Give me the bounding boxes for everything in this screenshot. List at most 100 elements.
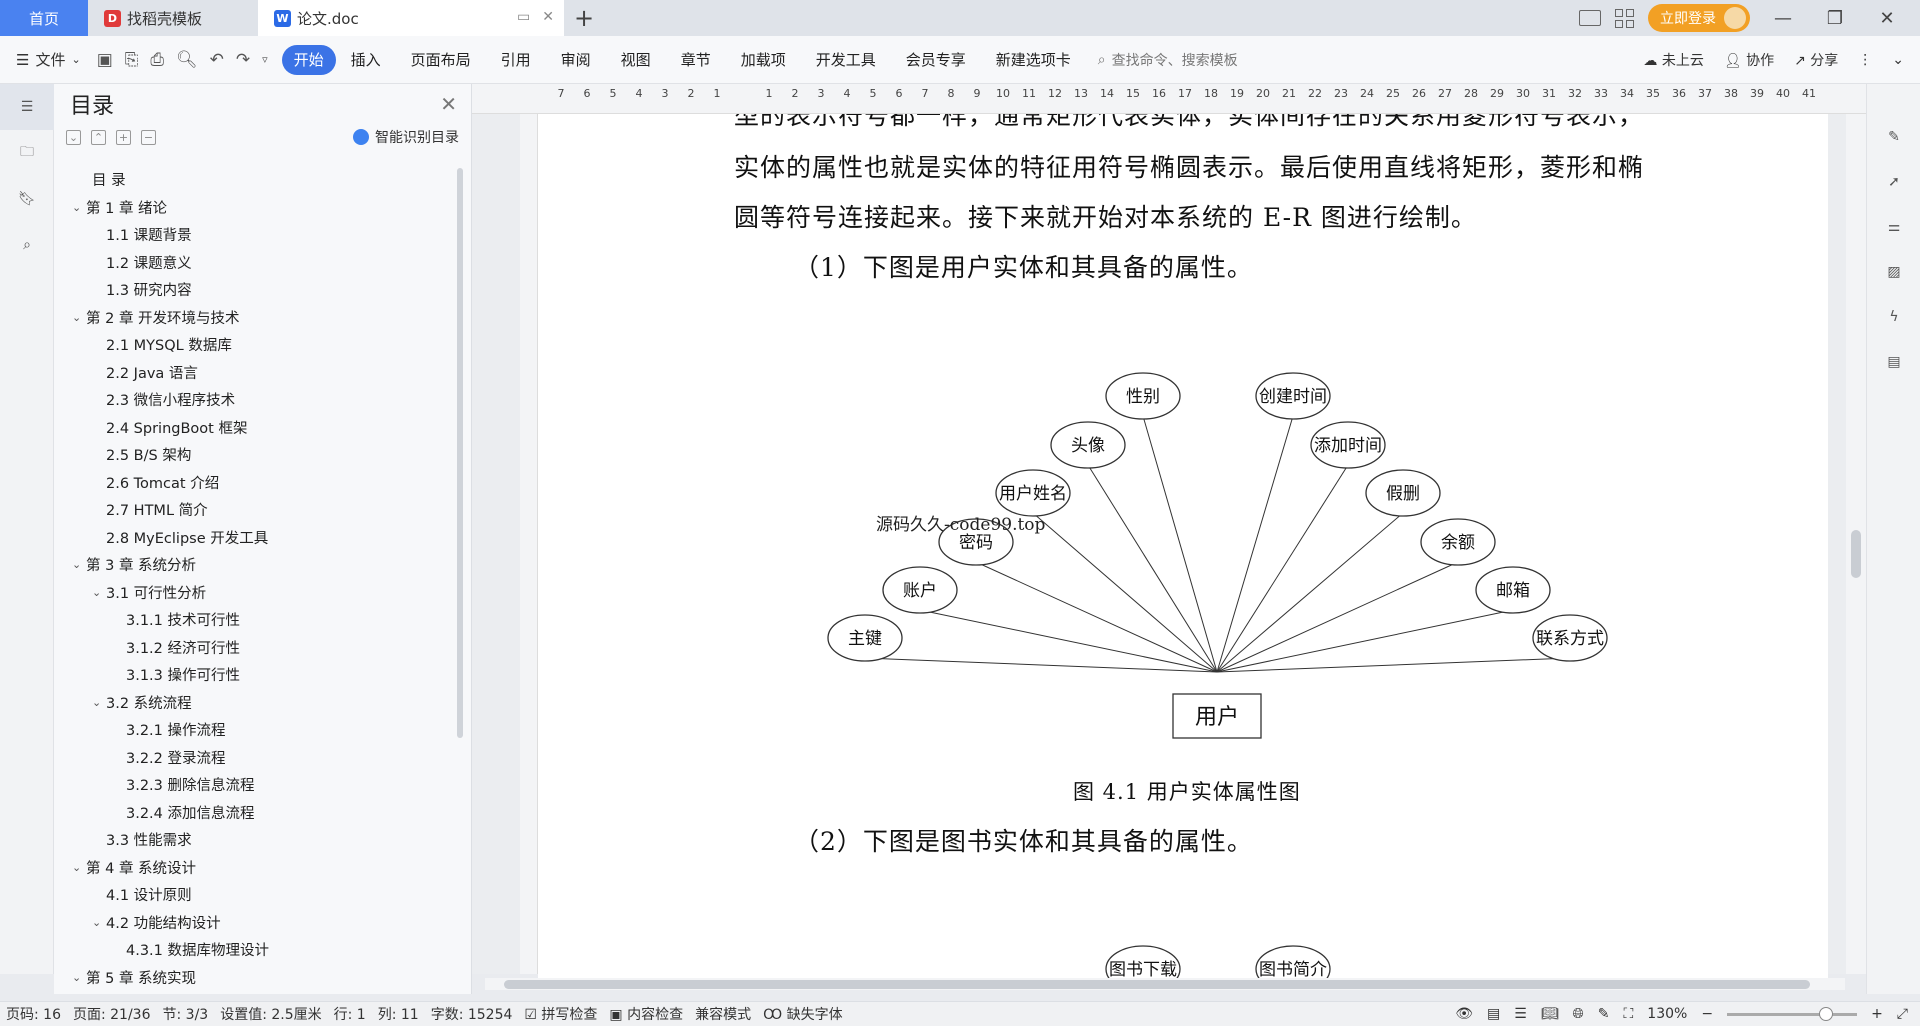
vertical-scroll-thumb[interactable] bbox=[1851, 530, 1861, 578]
fullscreen-icon[interactable]: ⤢ bbox=[1896, 1006, 1908, 1022]
smart-toc-button[interactable]: 智能识别目录 bbox=[353, 127, 459, 147]
missing-font-button[interactable]: Ꚙ 缺失字体 bbox=[763, 1007, 843, 1023]
tab-home[interactable]: 首页 bbox=[0, 0, 88, 36]
zoom-out-icon[interactable]: − bbox=[1701, 1006, 1714, 1022]
toc-item[interactable]: 2.5 B/S 架构 bbox=[54, 441, 454, 469]
toc-item[interactable]: ⌄4.2 功能结构设计 bbox=[54, 909, 454, 937]
toc-item[interactable]: 2.3 微信小程序技术 bbox=[54, 386, 454, 414]
toc-item[interactable]: ⌄3.1 可行性分析 bbox=[54, 579, 454, 607]
bookmark-icon[interactable]: 🔖︎ bbox=[18, 191, 36, 207]
toc-item[interactable]: ⌄第 1 章 绪论 bbox=[54, 194, 454, 222]
cloud-status[interactable]: ☁ 未上云 bbox=[1643, 52, 1704, 69]
chevron-down-icon[interactable]: ⌄ bbox=[92, 915, 102, 929]
more-dropdown-icon[interactable]: ▿ bbox=[262, 53, 268, 66]
export-icon[interactable]: ⎘ bbox=[124, 49, 139, 70]
tab-developer[interactable]: 开发工具 bbox=[801, 45, 891, 75]
chevron-down-icon[interactable]: ⌄ bbox=[72, 860, 82, 874]
chevron-down-icon[interactable]: ⌄ bbox=[72, 200, 82, 214]
collapse-all-icon[interactable]: ⌄ bbox=[66, 129, 81, 145]
web-view-icon[interactable]: 🌐︎ bbox=[1572, 1006, 1584, 1022]
zoom-level[interactable]: 130% bbox=[1647, 1006, 1688, 1022]
tab-member[interactable]: 会员专享 bbox=[891, 45, 981, 75]
toc-item[interactable]: 3.1.3 操作可行性 bbox=[54, 661, 454, 689]
toc-item[interactable]: 4.3.1 数据库物理设计 bbox=[54, 936, 454, 964]
login-button[interactable]: 立即登录 bbox=[1648, 4, 1750, 32]
edit-icon[interactable]: ✎ bbox=[1888, 128, 1900, 145]
undo-icon[interactable]: ↶ bbox=[209, 49, 224, 70]
toc-item[interactable]: 4.1 设计原则 bbox=[54, 881, 454, 909]
apps-grid-icon[interactable] bbox=[1615, 8, 1634, 28]
adjust-icon[interactable]: ⚌ bbox=[1887, 218, 1901, 235]
tab-start[interactable]: 开始 bbox=[281, 44, 336, 75]
more-icon[interactable]: ⋮ bbox=[1858, 51, 1873, 68]
toc-item[interactable]: ⌄第 5 章 系统实现 bbox=[54, 964, 454, 992]
select-icon[interactable]: ➚ bbox=[1888, 173, 1900, 190]
toc-item[interactable]: 3.2.1 操作流程 bbox=[54, 716, 454, 744]
tab-insert[interactable]: 插入 bbox=[336, 45, 396, 75]
toc-item[interactable]: 3.2.2 登录流程 bbox=[54, 744, 454, 772]
find-icon[interactable]: ⌕ bbox=[23, 237, 31, 253]
toc-scrollbar[interactable] bbox=[457, 168, 463, 738]
toc-item[interactable]: 2.1 MYSQL 数据库 bbox=[54, 331, 454, 359]
toc-item[interactable]: 3.3 性能需求 bbox=[54, 826, 454, 854]
toc-item[interactable]: 3.2.4 添加信息流程 bbox=[54, 799, 454, 827]
close-window-button[interactable]: ✕ bbox=[1879, 7, 1895, 29]
read-view-icon[interactable]: 📖︎ bbox=[1540, 1006, 1559, 1022]
chevron-down-icon[interactable]: ⌄ bbox=[72, 558, 82, 572]
minimize-button[interactable]: — bbox=[1774, 7, 1792, 29]
content-check-button[interactable]: ▣ 内容检查 bbox=[609, 1007, 684, 1023]
command-search[interactable]: ⌕查找命令、搜索模板 bbox=[1098, 50, 1238, 70]
tab-view[interactable]: 视图 bbox=[606, 45, 666, 75]
toc-panel-icon[interactable]: ☰ bbox=[0, 84, 54, 130]
toc-item[interactable]: ⌄3.2 系统流程 bbox=[54, 689, 454, 717]
tab-addins[interactable]: 加载项 bbox=[726, 45, 801, 75]
tab-document[interactable]: W 论文.doc ▭✕ bbox=[258, 0, 564, 36]
remove-heading-icon[interactable]: − bbox=[141, 129, 156, 145]
picture-icon[interactable]: ▨ bbox=[1887, 263, 1901, 280]
preview-icon[interactable]: 🔍︎ bbox=[175, 49, 198, 70]
zoom-in-icon[interactable]: + bbox=[1871, 1006, 1883, 1022]
tab-docer-templates[interactable]: D 找稻壳模板 bbox=[88, 0, 258, 36]
chevron-down-icon[interactable]: ⌄ bbox=[72, 970, 82, 984]
toc-item[interactable]: ⌄第 4 章 系统设计 bbox=[54, 854, 454, 882]
close-icon[interactable]: ✕ bbox=[440, 92, 457, 116]
tab-new[interactable]: 新建选项卡 bbox=[981, 45, 1086, 75]
tab-references[interactable]: 引用 bbox=[486, 45, 546, 75]
document-page[interactable]: 型的表示符号都一样，通常矩形代表实体，实体间存在的关系用菱形符号表示， 实体的属… bbox=[538, 114, 1828, 980]
new-tab-button[interactable]: + bbox=[573, 4, 595, 32]
outline-view-icon[interactable]: ☰ bbox=[1514, 1006, 1527, 1022]
word-count[interactable]: 字数: 15254 bbox=[430, 1007, 513, 1023]
monitor-icon[interactable]: ▭ bbox=[517, 9, 531, 25]
zoom-slider-thumb[interactable] bbox=[1819, 1006, 1834, 1021]
add-heading-icon[interactable]: + bbox=[116, 129, 131, 145]
vertical-ruler[interactable] bbox=[520, 114, 538, 974]
chevron-down-icon[interactable]: ⌄ bbox=[92, 585, 102, 599]
eye-icon[interactable]: 👁︎ bbox=[1455, 1006, 1473, 1022]
navigation-icon[interactable]: 🗀︎ bbox=[20, 144, 34, 160]
toc-item[interactable]: 2.2 Java 语言 bbox=[54, 359, 454, 387]
toc-item[interactable]: ⌄第 2 章 开发环境与技术 bbox=[54, 304, 454, 332]
save-icon[interactable]: ▣ bbox=[96, 49, 113, 70]
toc-item[interactable]: 2.6 Tomcat 介绍 bbox=[54, 469, 454, 497]
lightning-icon[interactable]: ϟ bbox=[1889, 308, 1899, 325]
close-tab-icon[interactable]: ✕ bbox=[542, 9, 554, 25]
layout-icon[interactable] bbox=[1579, 10, 1601, 26]
toc-item[interactable]: 3.1.1 技术可行性 bbox=[54, 606, 454, 634]
toc-item[interactable]: 1.1 课题背景 bbox=[54, 221, 454, 249]
chevron-down-icon[interactable]: ⌄ bbox=[72, 310, 82, 324]
restore-button[interactable]: ❐ bbox=[1826, 7, 1844, 29]
chevron-down-icon[interactable]: ⌄ bbox=[92, 695, 102, 709]
toc-item[interactable]: 1.3 研究内容 bbox=[54, 276, 454, 304]
toc-item[interactable]: 目 录 bbox=[54, 166, 454, 194]
toc-item[interactable]: 3.2.3 删除信息流程 bbox=[54, 771, 454, 799]
toc-item[interactable]: 1.2 课题意义 bbox=[54, 249, 454, 277]
spell-check-button[interactable]: ☑ 拼写检查 bbox=[524, 1007, 598, 1023]
page-count[interactable]: 页面: 21/36 bbox=[72, 1007, 151, 1023]
fit-page-icon[interactable]: ⛶ bbox=[1623, 1006, 1634, 1022]
redo-icon[interactable]: ↷ bbox=[235, 49, 251, 70]
pen-icon[interactable]: ✎ bbox=[1597, 1006, 1610, 1022]
tab-page-layout[interactable]: 页面布局 bbox=[396, 45, 486, 75]
page-view-icon[interactable]: ▤ bbox=[1486, 1006, 1501, 1022]
book-icon[interactable]: ▤ bbox=[1887, 353, 1901, 370]
